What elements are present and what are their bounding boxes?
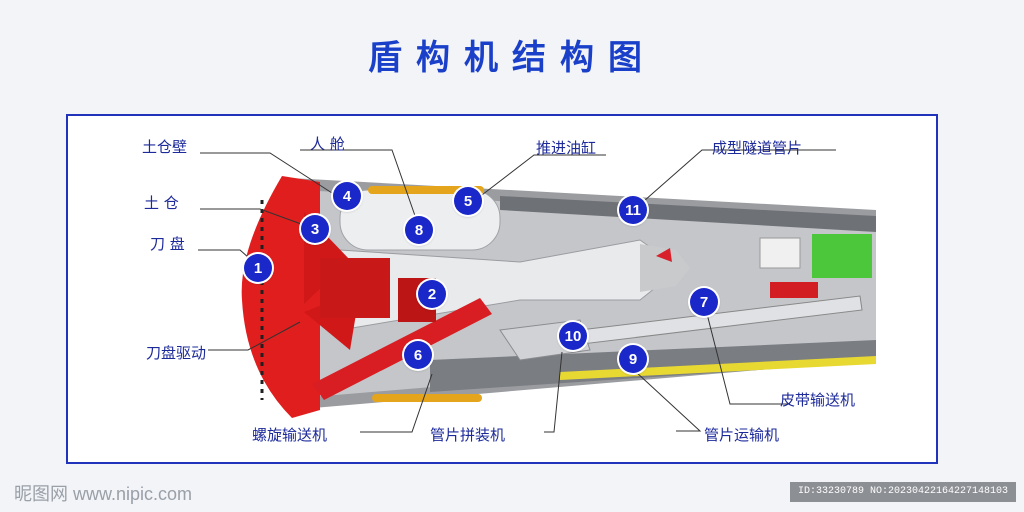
label-tunnel-segment: 成型隧道管片 (712, 139, 803, 157)
drive-cone (640, 244, 690, 292)
label-screw-conveyor: 螺旋输送机 (252, 426, 328, 444)
label-segment-erector: 管片拼装机 (430, 426, 506, 444)
label-soil-chamber-wall: 土仓壁 (142, 138, 188, 156)
gantry-frame (759, 237, 801, 269)
marker-1: 1 (244, 254, 272, 282)
marker-2: 2 (418, 280, 446, 308)
label-cutterhead: 刀 盘 (150, 235, 185, 253)
marker-10: 10 (559, 322, 587, 350)
label-belt-conveyor: 皮带输送机 (780, 391, 856, 409)
marker-4: 4 (333, 182, 361, 210)
tunnel-invert (430, 340, 876, 392)
cutterhead-hub (320, 258, 390, 318)
tunnel-top-band (500, 196, 876, 232)
marker-11: 11 (619, 196, 647, 224)
thrust-cylinder-top (368, 186, 484, 194)
label-segment-transporter: 管片运输机 (704, 426, 780, 444)
thrust-cylinder-bottom (372, 394, 482, 402)
marker-3: 3 (301, 215, 329, 243)
page-title: 盾构机结构图 (368, 38, 656, 78)
label-thrust-cylinder: 推进油缸 (536, 139, 597, 157)
watermark-id: ID:33230789 NO:20230422164227148103 (790, 482, 1016, 502)
screw-conveyor-body (312, 298, 492, 400)
segment-rail (560, 356, 876, 380)
red-tip (656, 248, 672, 262)
red-hopper (770, 282, 818, 298)
green-panel (812, 234, 872, 278)
label-personnel-cabin: 人 舱 (310, 135, 345, 153)
marker-7: 7 (690, 288, 718, 316)
label-soil-chamber: 土 仓 (144, 194, 179, 212)
marker-6: 6 (404, 341, 432, 369)
marker-5: 5 (454, 187, 482, 215)
marker-8: 8 (405, 216, 433, 244)
marker-9: 9 (619, 345, 647, 373)
watermark-site: 昵图网 www.nipic.com (14, 484, 193, 504)
label-cutterhead-drive: 刀盘驱动 (146, 344, 207, 362)
